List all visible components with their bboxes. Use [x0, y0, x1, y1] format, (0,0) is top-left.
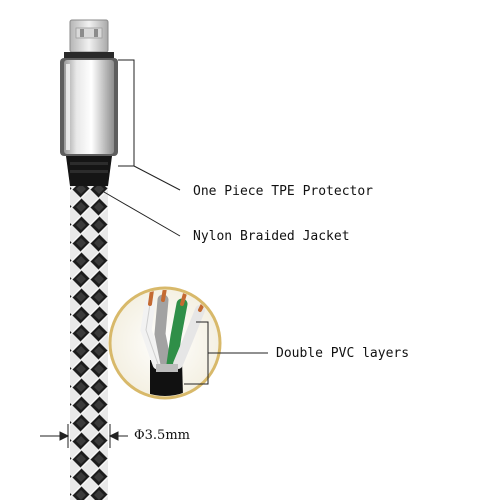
pvc-layers-leader: [184, 321, 268, 385]
nylon-jacket-leader: [103, 191, 181, 237]
diameter-label: Φ3.5mm: [134, 428, 190, 443]
diameter-dimension: [40, 424, 128, 448]
pvc-layers-label: Double PVC layers: [276, 346, 410, 361]
tpe-protector-label: One Piece TPE Protector: [193, 184, 374, 199]
nylon-jacket-label: Nylon Braided Jacket: [193, 229, 350, 244]
aluminium-housing: [60, 58, 118, 156]
tpe-protector-leader: [118, 59, 181, 191]
micro-usb-plug: [64, 19, 114, 60]
wire-cross-section-lens: [108, 286, 222, 400]
nylon-braided-cable: [70, 186, 108, 500]
tpe-protector: [66, 156, 112, 186]
